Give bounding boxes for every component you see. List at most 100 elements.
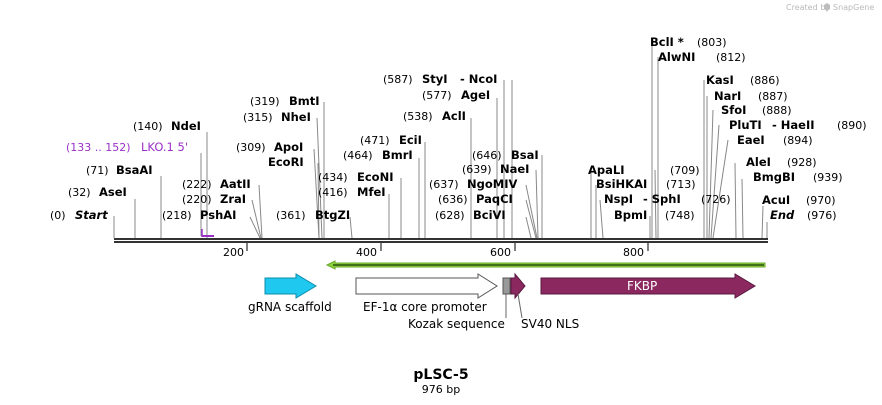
site-bmgbi[interactable]: BmgBI (939) (753, 170, 843, 184)
feature-ef1a-promoter[interactable]: EF-1α core promoter (355, 273, 498, 314)
fkbp-label: FKBP (627, 279, 657, 293)
site-bcli[interactable]: BclI * (803) (650, 35, 727, 49)
site-bsai[interactable]: (646) BsaI (472, 148, 539, 162)
site-apali[interactable]: ApaLI (588, 163, 625, 177)
site-asei-pos: (32) (68, 186, 91, 199)
site-btgzi[interactable]: (361) BtgZI (276, 208, 350, 222)
site-726-pos: (726) (701, 193, 731, 206)
site-pshai-name: PshAI (200, 208, 236, 222)
sv40-leader (517, 293, 523, 319)
site-mfei[interactable]: (416) MfeI (318, 185, 386, 199)
feature-track: gRNA scaffold EF-1α core promoter Kozak … (248, 260, 766, 331)
site-nspi[interactable]: NspI (604, 192, 633, 206)
site-bsai-name: BsaI (511, 148, 539, 162)
site-eaei[interactable]: EaeI (894) (737, 133, 813, 147)
map-subtitle: 976 bp (422, 383, 460, 396)
site-bmri[interactable]: (464) BmrI (343, 148, 413, 162)
site-end-pos: (976) (807, 209, 837, 222)
site-naei[interactable]: (639) NaeI (462, 162, 529, 176)
site-nhei[interactable]: (315) NheI (243, 110, 311, 124)
watermark-brand: SnapGene (833, 3, 874, 12)
primer-lko1[interactable]: (133 .. 152) LKO.1 5' (66, 140, 214, 237)
feature-fkbp[interactable]: FKBP (540, 273, 756, 299)
site-pos709[interactable]: (709) (670, 164, 700, 177)
site-econi[interactable]: (434) EcoNI (318, 170, 393, 184)
watermark-prefix: Created by (786, 3, 830, 12)
feature-orf-reverse[interactable] (325, 260, 766, 270)
site-agei[interactable]: (577) AgeI (422, 88, 490, 102)
site-bcivi[interactable]: (628) BciVI (435, 208, 506, 222)
ruler: 200 400 600 800 (223, 243, 649, 259)
site-bsihkai[interactable]: BsiHKAI (596, 177, 647, 191)
site-sfoi[interactable]: SfoI (888) (721, 103, 792, 117)
site-ndei-name: NdeI (171, 119, 201, 133)
site-alei[interactable]: AleI (928) (746, 155, 817, 169)
site-styi-name: StyI (422, 72, 448, 86)
site-acui-pos: (970) (806, 194, 836, 207)
site-bmti-name: BmtI (289, 94, 320, 108)
site-bsai-pos: (646) (472, 149, 502, 162)
site-asei[interactable]: (32) AseI (68, 185, 127, 199)
site-eaei-pos: (894) (783, 134, 813, 147)
site-pos713[interactable]: (713) (666, 178, 696, 191)
kozak-box (502, 277, 511, 295)
site-aatii-name: AatII (220, 177, 251, 191)
site-ngomiv[interactable]: (637) NgoMIV (429, 177, 517, 191)
site-nari[interactable]: NarI (887) (714, 89, 788, 103)
site-ncoi[interactable]: - NcoI (460, 72, 497, 86)
feature-grna-scaffold[interactable]: gRNA scaffold (248, 273, 332, 314)
backbone-top-strand (114, 238, 768, 240)
site-pshai[interactable]: (218) PshAI (162, 208, 236, 222)
site-bmgbi-name: BmgBI (753, 170, 795, 184)
site-bpmi[interactable]: BpmI (748) (614, 208, 695, 222)
site-end-name: End (770, 208, 795, 222)
site-alwni-name: AlwNI (658, 50, 695, 64)
site-bmri-name: BmrI (382, 148, 413, 162)
site-ngomiv-pos: (637) (429, 178, 459, 191)
site-pluti[interactable]: PluTI (890) (729, 118, 867, 132)
site-sphi[interactable]: - SphI (643, 192, 681, 206)
map-title: pLSC-5 (413, 367, 468, 383)
site-alwni-pos: (812) (716, 51, 746, 64)
site-ecii[interactable]: (471) EciI (360, 133, 422, 147)
site-bsaai[interactable]: (71) BsaAI (86, 163, 153, 177)
primer-range: (133 .. 152) (66, 141, 131, 154)
site-styi[interactable]: (587) StyI (383, 72, 448, 86)
site-eaei-name: EaeI (737, 133, 765, 147)
site-alwni[interactable]: AlwNI (812) (658, 50, 746, 64)
site-bpmi-pos: (748) (665, 209, 695, 222)
site-acui[interactable]: AcuI (970) (762, 193, 836, 207)
site-bmti-pos: (319) (250, 95, 280, 108)
fkbp-arrow (540, 273, 756, 299)
site-alei-pos: (928) (787, 156, 817, 169)
ef1a-promoter-label: EF-1α core promoter (363, 300, 487, 314)
site-btgzi-pos: (361) (276, 209, 306, 222)
site-aatii[interactable]: (222) AatII (182, 177, 251, 191)
site-ecii-name: EciI (399, 133, 422, 147)
site-pos726[interactable]: (726) (701, 193, 731, 206)
ef1a-promoter-arrow (355, 273, 498, 299)
site-ndei[interactable]: (140) NdeI (133, 119, 201, 133)
site-naei-name: NaeI (500, 162, 529, 176)
site-end[interactable]: End (976) (770, 208, 837, 222)
site-econi-pos: (434) (318, 171, 348, 184)
feature-sv40-nls[interactable]: SV40 NLS (510, 272, 579, 331)
grna-scaffold-arrow (264, 273, 317, 299)
site-acli[interactable]: (538) AclI (403, 109, 466, 123)
site-ecori[interactable]: EcoRI (268, 155, 304, 169)
site-nhei-pos: (315) (243, 111, 273, 124)
feature-kozak[interactable]: Kozak sequence (408, 277, 511, 331)
site-bmgbi-pos: (939) (813, 171, 843, 184)
site-bmti[interactable]: (319) BmtI (250, 94, 320, 108)
site-713-pos: (713) (666, 178, 696, 191)
site-ncoi-name: - NcoI (460, 72, 497, 86)
site-nspi-name: NspI (604, 192, 633, 206)
site-haeii-name: - HaeII (772, 118, 815, 132)
site-zrai[interactable]: (220) ZraI (182, 192, 246, 206)
site-start[interactable]: (0) Start (50, 208, 108, 222)
site-apoi[interactable]: (309) ApoI (236, 140, 303, 154)
site-kasi[interactable]: KasI (886) (706, 73, 780, 87)
site-paqci[interactable]: (636) PaqCI (438, 192, 513, 206)
site-haeii[interactable]: - HaeII (772, 118, 815, 132)
